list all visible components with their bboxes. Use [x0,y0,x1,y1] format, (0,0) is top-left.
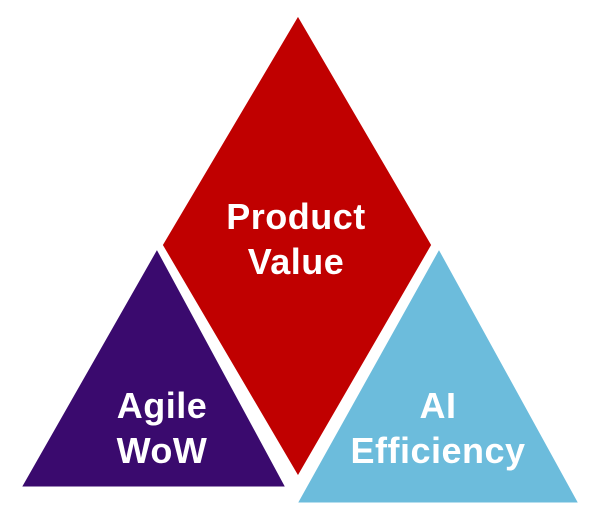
agile-wow-label-line2: WoW [117,430,208,471]
product-value-label-line1: Product [226,196,366,237]
agile-wow-label-line1: Agile [117,385,208,426]
product-value-label-line2: Value [248,241,345,282]
ai-efficiency-triangle [289,239,587,508]
ai-efficiency-label-line1: AI [420,385,457,426]
agile-wow-triangle [13,239,294,492]
product-value-diamond [157,7,437,485]
ai-efficiency-label-line2: Efficiency [350,430,525,471]
